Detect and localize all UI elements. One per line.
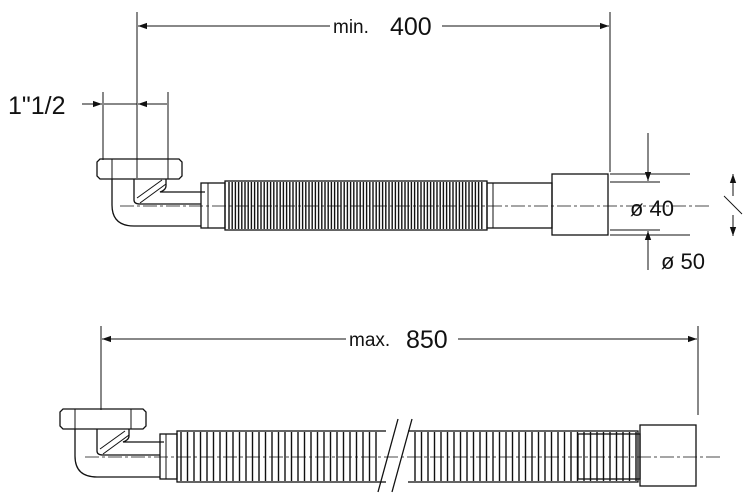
min-length-dimension: min. 400 xyxy=(136,12,611,178)
min-length-value: 400 xyxy=(390,13,432,41)
right-sleeve-long xyxy=(577,433,641,480)
corrugated-section-long xyxy=(176,430,639,483)
thread-size-label: 1"1/2 xyxy=(8,92,66,120)
short-hose xyxy=(96,158,712,236)
elbow xyxy=(111,179,205,227)
diameter-40-label: ø 40 xyxy=(630,196,674,221)
left-sleeve-long xyxy=(159,433,178,480)
left-sleeve xyxy=(200,182,226,229)
diameter-40-dimension: ø 40 xyxy=(610,133,674,270)
elbow-long xyxy=(74,429,164,478)
min-length-prefix: min. xyxy=(333,17,369,38)
right-sleeve xyxy=(486,182,553,229)
trap-nut-long xyxy=(59,408,147,430)
max-length-dimension: max. 850 xyxy=(100,326,699,415)
max-length-view: max. 850 xyxy=(59,326,722,493)
long-hose xyxy=(59,408,722,493)
diameter-50-dimension: ø 50 xyxy=(610,173,743,274)
max-length-value: 850 xyxy=(406,326,448,354)
outlet-cuff-long xyxy=(639,424,697,487)
min-length-view: min. 400 1"1/2 xyxy=(8,12,743,274)
max-length-prefix: max. xyxy=(349,330,390,351)
trap-nut xyxy=(96,158,183,180)
thread-dimension: 1"1/2 xyxy=(8,92,169,160)
break-symbol xyxy=(377,418,413,493)
outlet-cuff xyxy=(551,173,609,236)
corrugated-section xyxy=(224,180,488,231)
diameter-50-label: ø 50 xyxy=(661,249,705,274)
